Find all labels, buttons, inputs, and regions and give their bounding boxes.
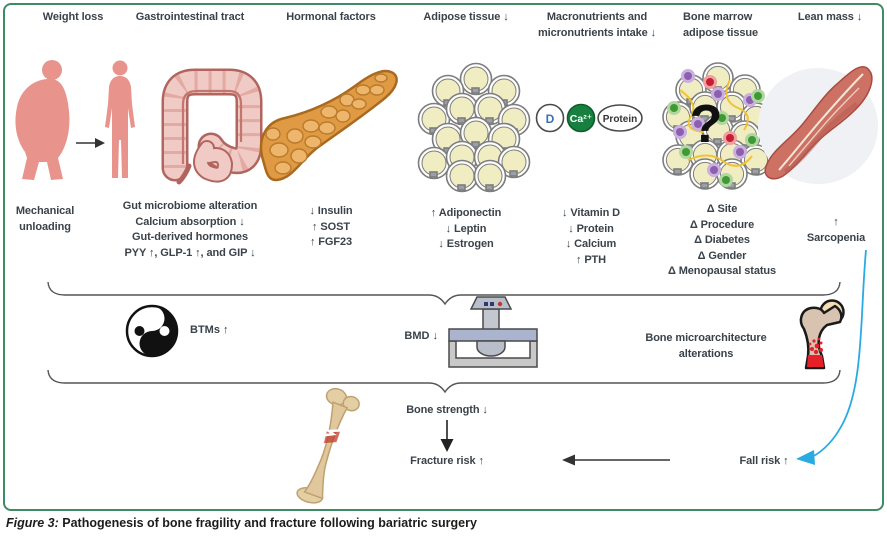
left-arrow-icon [562, 454, 670, 466]
fall-risk-curve-arrow [796, 249, 867, 465]
weight-loss-illustration [15, 60, 135, 180]
slim-figure-icon [105, 60, 135, 178]
bone-marrow-cells-icon: ? [662, 62, 772, 190]
yin-yang-icon [125, 304, 179, 358]
svg-text:D: D [546, 112, 555, 126]
figure-caption: Figure 3: Pathogenesis of bone fragility… [6, 516, 477, 530]
fracture-risk-label: Fracture risk ↑ [410, 455, 484, 467]
svg-text:Protein: Protein [603, 114, 637, 125]
fall-risk-label: Fall risk ↑ [739, 455, 789, 467]
notes-macronutrients: ↓ Vitamin D↓ Protein ↓ Calcium↑ PTH [562, 207, 620, 266]
svg-text:Ca²⁺: Ca²⁺ [570, 113, 592, 125]
figure-caption-label: Figure 3: [6, 516, 59, 530]
protein-badge: Protein [597, 104, 643, 132]
intestine-icon [161, 68, 263, 185]
notes-hormonal: ↓ Insulin↑ SOST ↑ FGF23 [309, 205, 353, 248]
figure-caption-text: Pathogenesis of bone fragility and fract… [58, 516, 477, 530]
dxa-scanner-icon [448, 296, 538, 368]
obese-figure-icon [15, 60, 70, 180]
microarchitecture-label: Bone microarchitecture alterations [645, 332, 767, 360]
nutrient-badges: D Ca²⁺ Protein [535, 103, 643, 133]
bmd-label: BMD ↓ [404, 330, 438, 342]
down-arrow-icon [440, 420, 454, 452]
notes-adipose: ↑ Adiponectin↓ Leptin ↓ Estrogen [430, 207, 502, 250]
question-mark: ? [690, 94, 723, 154]
muscle-icon [758, 66, 878, 184]
column-header-bone-marrow: Bone marrow adipose tissue [683, 11, 759, 39]
marrow-dots [667, 69, 765, 187]
fracture-bone-icon [296, 387, 360, 504]
calcium-badge: Ca²⁺ [566, 103, 596, 133]
notes-lean-mass: ↑ Sarcopenia [806, 216, 866, 244]
brace-top [47, 281, 841, 306]
vitamin-d-badge: D [535, 103, 565, 133]
arrow-weight-loss-icon [76, 138, 105, 148]
column-header-hormonal: Hormonal factors [286, 11, 376, 23]
brace-bottom [47, 369, 841, 394]
btm-label: BTMs ↑ [190, 324, 229, 336]
hip-bone-icon [799, 299, 845, 370]
column-header-macronutrients: Macronutrients and micronutrients intake… [537, 11, 657, 39]
adipose-cells-icon [417, 62, 531, 193]
column-header-gi-tract: Gastrointestinal tract [135, 11, 245, 23]
pancreas-icon [259, 69, 398, 182]
bone-strength-label: Bone strength ↓ [406, 404, 488, 416]
column-header-lean-mass: Lean mass ↓ [797, 11, 863, 23]
column-header-weight-loss: Weight loss [42, 11, 104, 23]
column-header-adipose: Adipose tissue ↓ [423, 11, 509, 23]
